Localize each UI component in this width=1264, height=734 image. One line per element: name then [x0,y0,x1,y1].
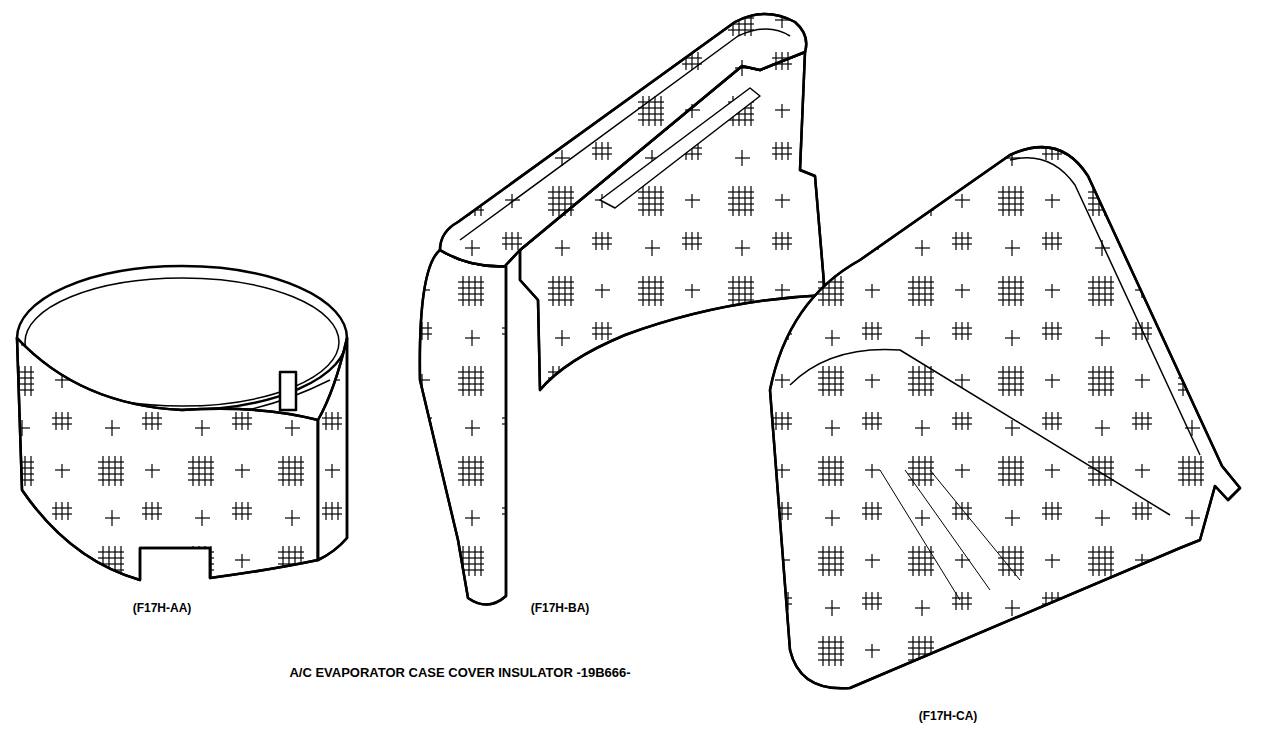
part-number-label: (F17H-AA) [130,600,195,616]
part-number-label: (F17H-CA) [916,708,981,724]
part-number-label: (F17H-BA) [528,600,593,616]
figure-caption: A/C EVAPORATOR CASE COVER INSULATOR -19B… [277,664,643,682]
